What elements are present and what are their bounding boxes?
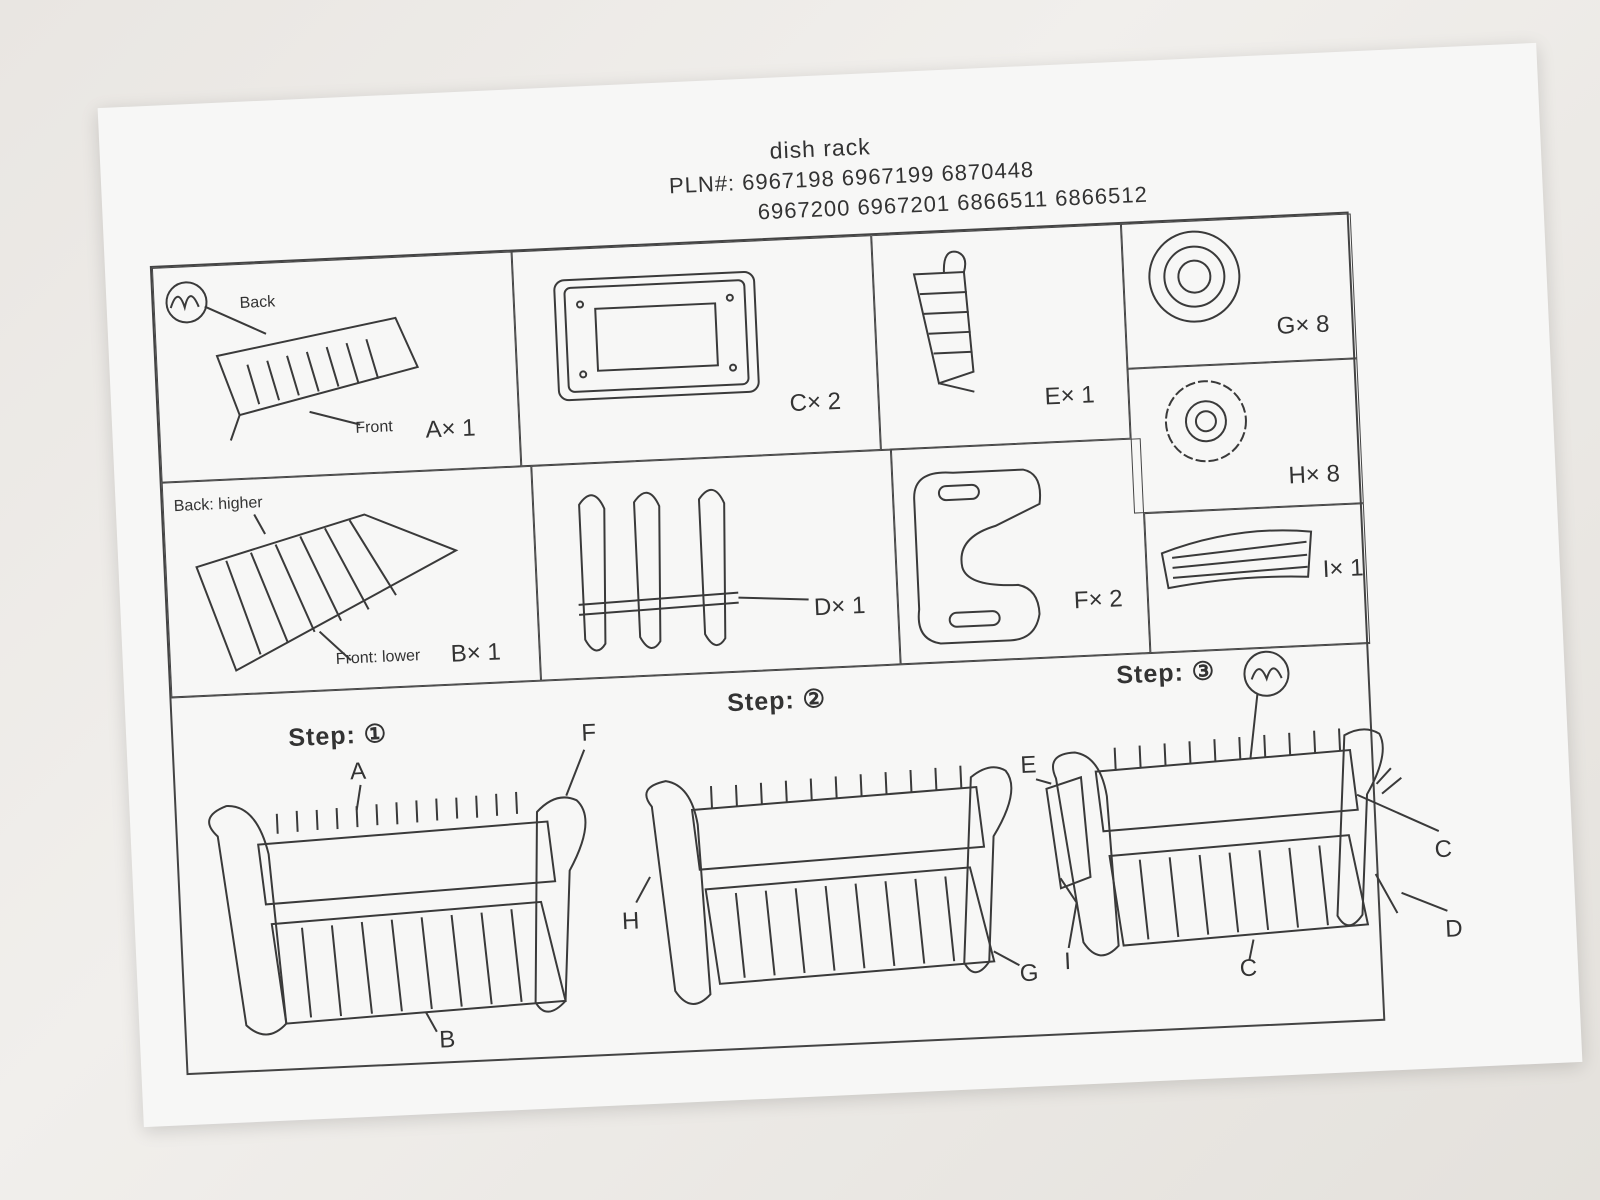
- step-3-illustration: [1035, 650, 1448, 961]
- part-a-label: A× 1: [424, 414, 477, 444]
- part-b-illustration: [195, 513, 459, 672]
- part-c-label: C× 2: [789, 387, 842, 418]
- step-2-illustration: [635, 765, 1020, 1005]
- part-e-cell: E× 1: [871, 223, 1131, 451]
- part-a-cell: Back Front A× 1: [151, 251, 522, 483]
- step-3-callout-c-right: C: [1434, 835, 1453, 864]
- part-i-label: I× 1: [1322, 554, 1365, 584]
- part-h-cell: H× 8: [1127, 358, 1364, 514]
- part-d-label: D× 1: [813, 591, 866, 622]
- steps-section: Step: ① Step: ② Step: ③ A F B: [171, 643, 1463, 1078]
- part-d-cell: D× 1: [531, 449, 901, 681]
- step-3-callout-c-bottom: C: [1239, 954, 1258, 983]
- part-h-label: H× 8: [1287, 460, 1341, 490]
- part-b-cell: Back: higher Front: lower B× 1: [161, 465, 542, 698]
- part-g-illustration: [1148, 230, 1241, 323]
- part-f-label: F× 2: [1073, 585, 1124, 615]
- part-g-cell: G× 8: [1120, 213, 1358, 369]
- part-a-illustration: [165, 281, 420, 441]
- part-b-label: B× 1: [450, 638, 502, 668]
- step-3-callout-e: E: [1019, 751, 1037, 779]
- step-3-callout-i: I: [1063, 947, 1072, 976]
- step-3-callout-d: D: [1444, 915, 1464, 943]
- part-f-cell: F× 2: [890, 438, 1151, 665]
- instruction-sheet: dish rack PLN#: 6967198 6967199 6870448 …: [97, 42, 1583, 1128]
- part-g-label: G× 8: [1276, 310, 1330, 340]
- part-c-illustration: [553, 271, 760, 402]
- part-h-illustration: [1164, 380, 1247, 463]
- part-a-front-note: Front: [355, 418, 394, 437]
- part-d-illustration: [578, 488, 809, 652]
- step-1-illustration: [208, 749, 587, 1036]
- parts-diagram-frame: Back Front A× 1 C× 2 E× 1: [149, 211, 1463, 1078]
- part-i-cell: I× 1: [1144, 503, 1371, 653]
- part-e-label: E× 1: [1044, 381, 1096, 411]
- part-c-cell: C× 2: [511, 235, 881, 467]
- part-e-illustration: [912, 250, 975, 393]
- part-a-back-note: Back: [239, 293, 276, 312]
- part-i-illustration: [1160, 529, 1313, 590]
- part-b-front-note: Front: lower: [335, 647, 421, 668]
- part-f-illustration: [913, 468, 1042, 645]
